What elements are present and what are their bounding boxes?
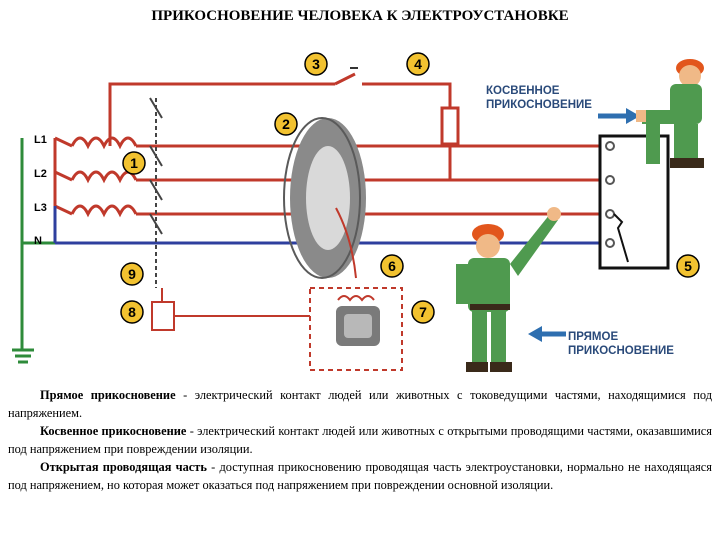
indirect-contact-label: КОСВЕННОЕ ПРИКОСНОВЕНИЕ (486, 85, 592, 111)
callout-5: 5 (676, 254, 700, 278)
phase-label-l2: L2 (34, 168, 47, 180)
control-circuit (108, 72, 460, 180)
toroidal-transformer-icon (283, 117, 366, 279)
svg-text:4: 4 (414, 56, 422, 72)
svg-text:ПРИКОСНОВЕНИЕ: ПРИКОСНОВЕНИЕ (568, 345, 674, 357)
callout-7: 7 (411, 300, 435, 324)
direct-contact-label: ПРЯМОЕ ПРИКОСНОВЕНИЕ (568, 331, 674, 357)
svg-text:КОСВЕННОЕ: КОСВЕННОЕ (486, 85, 560, 97)
svg-text:3: 3 (312, 56, 320, 72)
svg-text:9: 9 (128, 266, 136, 282)
definition-open-part: Открытая проводящая часть - доступная пр… (8, 460, 712, 492)
page-title: ПРИКОСНОВЕНИЕ ЧЕЛОВЕКА К ЭЛЕКТРОУСТАНОВК… (151, 8, 569, 24)
electrical-diagram: L1 L2 L3 N (12, 52, 704, 372)
direct-arrow-icon (528, 326, 566, 342)
callout-4: 4 (406, 52, 430, 76)
callout-1: 1 (122, 151, 146, 175)
svg-text:7: 7 (419, 304, 427, 320)
phase-label-l3: L3 (34, 202, 47, 214)
callout-8: 8 (120, 300, 144, 324)
ground-icon (12, 348, 34, 364)
transformer-coil-icon (53, 136, 138, 218)
svg-text:ПРИКОСНОВЕНИЕ: ПРИКОСНОВЕНИЕ (486, 99, 592, 111)
definition-direct: Прямое прикосновение - электрический кон… (8, 388, 713, 420)
phase-wires (136, 144, 610, 216)
callout-6: 6 (380, 254, 404, 278)
phase-label-l1: L1 (34, 134, 47, 146)
test-circuit (151, 288, 310, 331)
svg-text:6: 6 (388, 258, 396, 274)
svg-text:2: 2 (282, 116, 290, 132)
callout-3: 3 (304, 52, 328, 76)
svg-text:1: 1 (130, 155, 138, 171)
breaker-icon (149, 97, 163, 288)
svg-text:5: 5 (684, 258, 692, 274)
definitions: Прямое прикосновение - электрический кон… (8, 386, 712, 494)
relay-icon (309, 287, 403, 371)
callout-2: 2 (274, 112, 298, 136)
definition-indirect: Косвенное прикосновение - электрический … (8, 424, 712, 456)
indirect-arrow-icon (598, 108, 640, 124)
person-sitting-icon (636, 59, 704, 168)
phase-label-n: N (34, 235, 42, 247)
ground-wire (20, 138, 55, 350)
svg-text:8: 8 (128, 304, 136, 320)
callout-9: 9 (120, 262, 144, 286)
svg-text:ПРЯМОЕ: ПРЯМОЕ (568, 331, 618, 343)
person-standing-icon (456, 207, 561, 372)
